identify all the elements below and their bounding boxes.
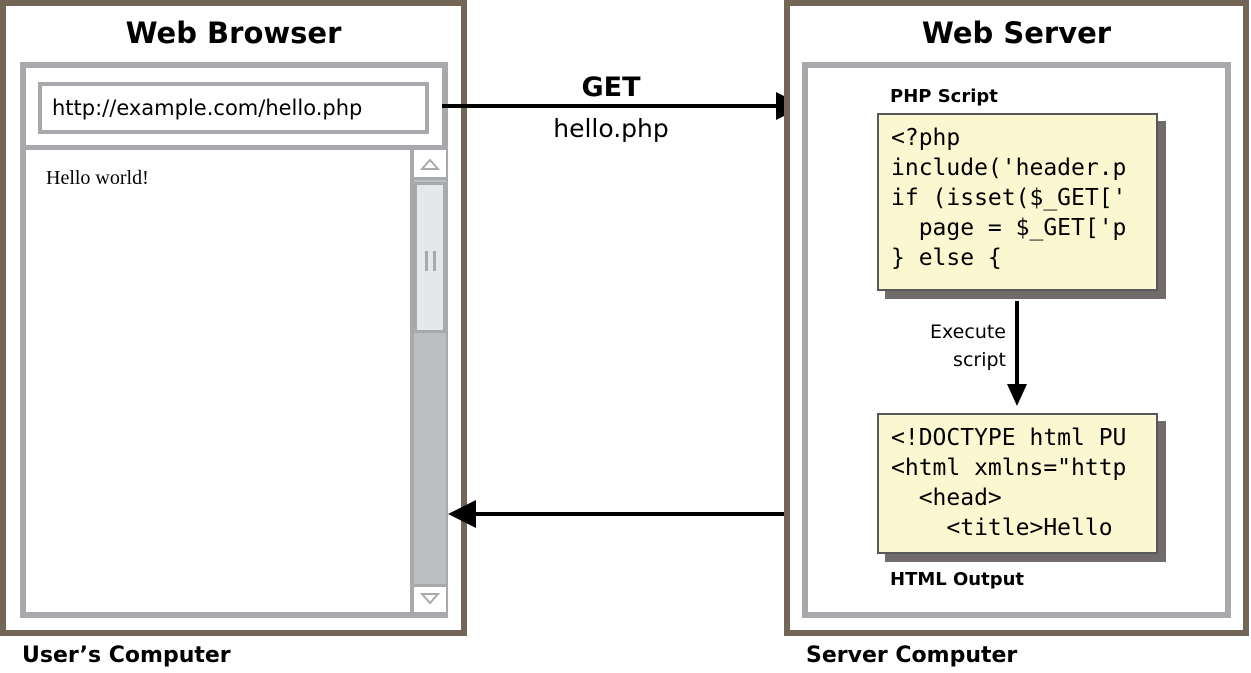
response-arrow-line <box>472 512 860 516</box>
execute-label-line-1: Execute <box>930 321 1006 343</box>
code-line: include('header.p <box>891 155 1127 181</box>
scroll-thumb[interactable] <box>414 182 446 333</box>
code-line: <title>Hello <box>891 515 1113 541</box>
execute-label-line-2: script <box>953 349 1006 371</box>
server-computer-caption: Server Computer <box>806 643 1018 668</box>
php-script-label: PHP Script <box>890 86 998 107</box>
url-text: http://example.com/hello.php <box>52 96 363 120</box>
page-content: Hello world! <box>46 167 149 189</box>
browser-window <box>20 62 448 618</box>
code-line: if (isset($_GET[' <box>891 185 1127 211</box>
scroll-up-button[interactable] <box>414 150 446 180</box>
code-line: page = $_GET['p <box>891 215 1127 241</box>
request-arrow-line <box>442 104 782 108</box>
response-arrowhead-icon <box>448 500 476 528</box>
triangle-up-icon <box>419 158 441 170</box>
html-output-label: HTML Output <box>890 569 1025 590</box>
execute-arrow-line <box>1015 301 1019 387</box>
execute-label: Execute script <box>880 318 1006 374</box>
code-line: <html xmlns="http <box>891 455 1127 481</box>
scrollbar[interactable] <box>410 150 446 612</box>
code-line: } else { <box>891 245 1002 271</box>
code-line: <!DOCTYPE html PU <box>891 425 1127 451</box>
execute-arrowhead-icon <box>1007 384 1027 406</box>
request-resource: hello.php <box>553 114 669 143</box>
web-browser-title: Web Browser <box>125 16 342 50</box>
grip-icon <box>425 251 436 271</box>
web-server-title: Web Server <box>921 16 1112 50</box>
users-computer-caption: User’s Computer <box>22 643 231 668</box>
code-line: <head> <box>891 485 1002 511</box>
scroll-down-button[interactable] <box>414 584 446 612</box>
html-output-code: <!DOCTYPE html PU <html xmlns="http <head… <box>877 413 1158 554</box>
triangle-down-icon <box>419 593 441 605</box>
url-bar[interactable]: http://example.com/hello.php <box>38 82 429 134</box>
request-method: GET <box>581 72 641 103</box>
code-line: <?php <box>891 125 961 151</box>
toolbar-divider <box>20 145 448 150</box>
